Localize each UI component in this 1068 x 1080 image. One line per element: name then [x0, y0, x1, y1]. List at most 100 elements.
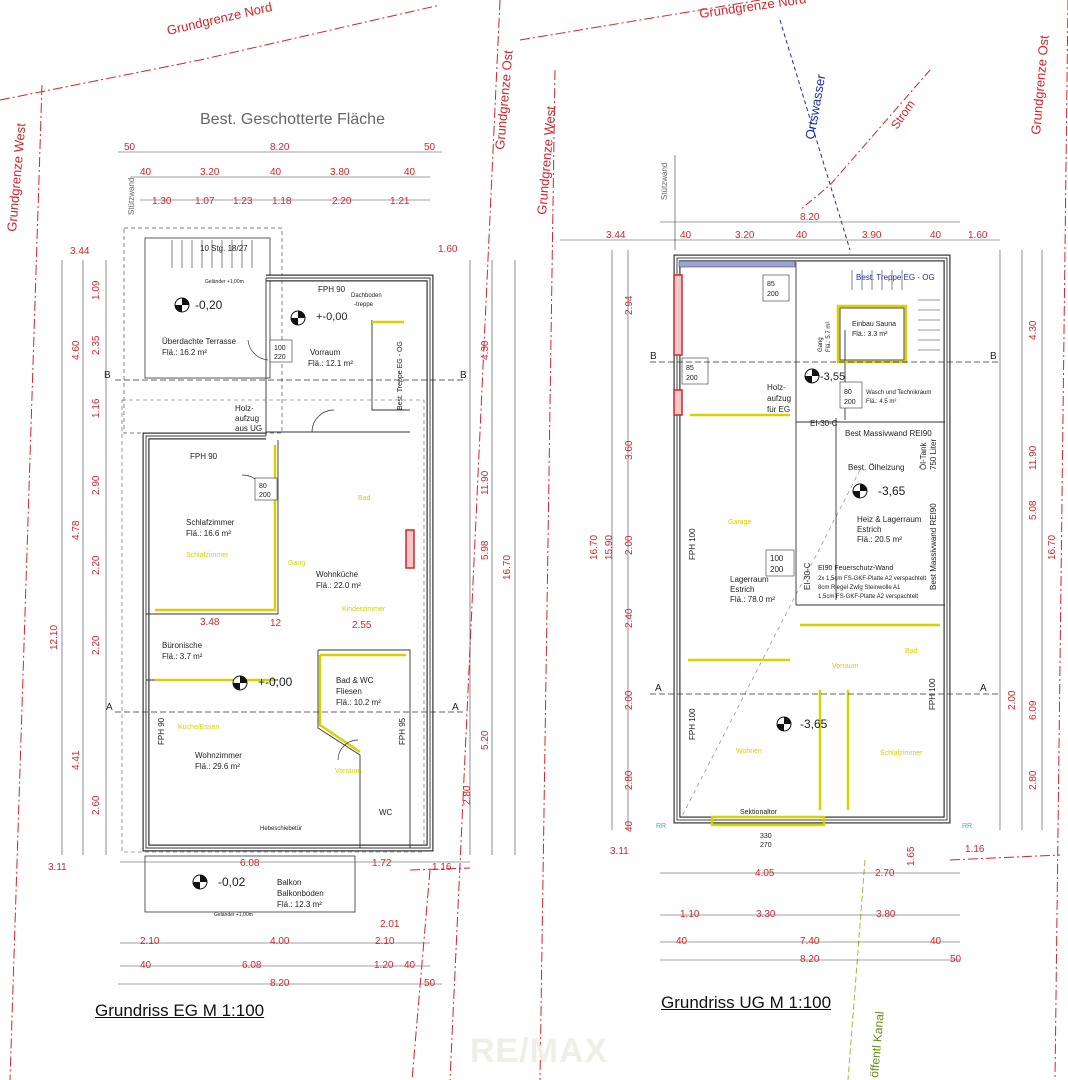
- eg-dim-left: 4.41: [71, 750, 82, 770]
- ug-dim-left: 16.70: [589, 535, 600, 560]
- ug-wall-note-1: EI90 Feuerschutz-Wand: [818, 565, 893, 572]
- ug-lager-area: Flä.: 78.0 m²: [730, 595, 775, 604]
- ug-wasch-name: Wasch und Technikraum: [866, 390, 931, 396]
- eg-section-a-right: A: [452, 702, 459, 713]
- ug-support-wall: Stützwand: [660, 163, 669, 200]
- eg-terrace-area: Flä.: 16.2 m²: [162, 348, 207, 357]
- eg-dim-left: 1.09: [91, 280, 102, 300]
- ug-dim-right: 2.00: [1007, 690, 1018, 710]
- ug-dim-right: 16.70: [1047, 535, 1058, 560]
- eg-dim-top: 1.18: [272, 196, 292, 207]
- ug-heiz-level: -3,65: [878, 484, 906, 498]
- ug-dim-top: 3.90: [862, 230, 882, 241]
- eg-bad-name2: Fliesen: [336, 687, 362, 696]
- eg-yellow-kinder: Kinderzimmer: [342, 606, 386, 613]
- ug-lift-3: für EG: [767, 405, 790, 414]
- eg-yellow-bad: Bad: [358, 495, 371, 502]
- ug-wasch-area: Flä.: 4.5 m²: [866, 399, 896, 405]
- eg-dim-left: 2.20: [91, 635, 102, 655]
- ug-dim-bottom: 2.70: [875, 868, 895, 879]
- ug-yellow-garage: Garage: [728, 519, 751, 526]
- utility-water: Ortswasser: [802, 73, 828, 141]
- ug-dim-top: 40: [680, 230, 692, 241]
- eg-dim-bottom: 6.08: [240, 858, 260, 869]
- eg-dim-top: 2.20: [332, 196, 352, 207]
- eg-dim-bottom: 1.20: [374, 960, 394, 971]
- ug-oelheizung: Best. Ölheizung: [848, 463, 904, 472]
- ug-dim-bottom: 1.65: [906, 846, 917, 866]
- ug-dim-left: 40: [624, 820, 635, 832]
- eg-schlaf-door-w: 80: [259, 483, 267, 490]
- ug-door-w: 100: [770, 554, 784, 563]
- eg-section-b-right: B: [460, 370, 467, 381]
- eg-dim-top: 1.30: [152, 196, 172, 207]
- ug-dim-bottom: 3.80: [876, 909, 896, 920]
- eg-wohnkueche-area: Flä.: 22.0 m²: [316, 581, 361, 590]
- eg-hebeschiebetuer: Hebeschiebetür: [260, 826, 302, 832]
- ug-dim-top: 1.60: [968, 230, 988, 241]
- eg-bad-name: Bad & WC: [336, 676, 374, 685]
- ug-lager-name2: Estrich: [730, 585, 754, 594]
- boundary-west-left: Grundgrenze West: [4, 122, 28, 232]
- eg-schlaf-fph: FPH 90: [190, 452, 218, 461]
- eg-dim-bottom: 12: [270, 618, 282, 629]
- eg-plan: Best. Geschotterte Fläche Stützwand 10 S…: [61, 111, 516, 985]
- eg-yellow-gang: Gang: [288, 560, 305, 567]
- ug-gang-area: Flä.: 5.7 m²: [826, 322, 832, 352]
- ug-plan-title: Grundriss UG M 1:100: [661, 993, 832, 1012]
- eg-dim-bottom: 4.00: [270, 936, 290, 947]
- eg-dim-left: 4.60: [71, 340, 82, 360]
- eg-dim-top: 3.80: [330, 167, 350, 178]
- eg-dim-bottom: 2.55: [352, 620, 372, 631]
- ug-dim-top: 3.20: [735, 230, 755, 241]
- eg-balkon-name2: Balkonboden: [277, 889, 324, 898]
- eg-dachboden-treppe: -treppe: [354, 302, 374, 308]
- eg-dachboden: Dachboden: [351, 293, 382, 299]
- eg-vorraum-area: Flä.: 12.1 m²: [308, 359, 353, 368]
- eg-dim-left: 4.78: [71, 520, 82, 540]
- ug-section-b-right: B: [990, 351, 997, 362]
- eg-section-a-left: A: [106, 702, 113, 713]
- boundary-west-right: Grundgrenze West: [534, 105, 558, 215]
- eg-vorraum-door-w: 100: [274, 345, 286, 352]
- ug-dim-right: 5.08: [1028, 500, 1039, 520]
- ug-yellow-wohnen: Wohnen: [736, 748, 762, 755]
- ug-dim-bottom: 50: [950, 954, 962, 965]
- eg-stairs-label: 10 Stg. 18/27: [200, 244, 248, 253]
- boundary-north-left: Grundgrenze Nord: [165, 0, 273, 38]
- eg-dim-right: 4.30: [480, 340, 491, 360]
- eg-dim-left: 2.20: [91, 555, 102, 575]
- ug-dim-top: 8.20: [800, 212, 820, 223]
- ug-door-h: 200: [767, 291, 779, 298]
- ug-gate-h: 270: [760, 842, 772, 849]
- ug-dim-bottom: 1.10: [680, 909, 700, 920]
- eg-section-b-left: B: [104, 370, 111, 381]
- eg-dim-top: 50: [424, 142, 436, 153]
- eg-dim-top: 40: [140, 167, 152, 178]
- eg-dim-left: 1.16: [91, 398, 102, 418]
- ug-section-b-left: B: [650, 351, 657, 362]
- remax-watermark: RE/MAX: [470, 1032, 609, 1070]
- eg-dim-bottom: 8.20: [270, 978, 290, 989]
- eg-dim-right: 1.60: [438, 244, 458, 255]
- ug-plan: Stützwand Best. Treppe EG - OG: [560, 155, 1043, 961]
- eg-balkon-name: Balkon: [277, 878, 301, 887]
- eg-dim-top: 1.23: [233, 196, 253, 207]
- eg-dim-top: 3.20: [200, 167, 220, 178]
- ug-dimensions: 8.20 3.44 40 3.20 40 3.90 40 1.60 2.94 3…: [589, 212, 1058, 965]
- ug-tank: Öl-Tank: [919, 441, 928, 470]
- boundary-east-left: Grundgrenze Ost: [492, 49, 516, 150]
- eg-lift-2: aufzug: [235, 414, 259, 423]
- eg-dim-top: 1.07: [195, 196, 215, 207]
- eg-wc: WC: [379, 808, 393, 817]
- eg-gravel-label: Best. Geschotterte Fläche: [200, 111, 385, 128]
- ug-door-w: 85: [686, 365, 694, 372]
- ug-door-h: 200: [686, 375, 698, 382]
- ug-lager-fph: FPH 100: [688, 528, 697, 560]
- eg-dim-bottom: 3.48: [200, 617, 220, 628]
- ug-sauna-area: Flä.: 3.3 m²: [852, 331, 888, 338]
- eg-lift-3: aus UG: [235, 424, 262, 433]
- ug-dim-right: 2.80: [1028, 770, 1039, 790]
